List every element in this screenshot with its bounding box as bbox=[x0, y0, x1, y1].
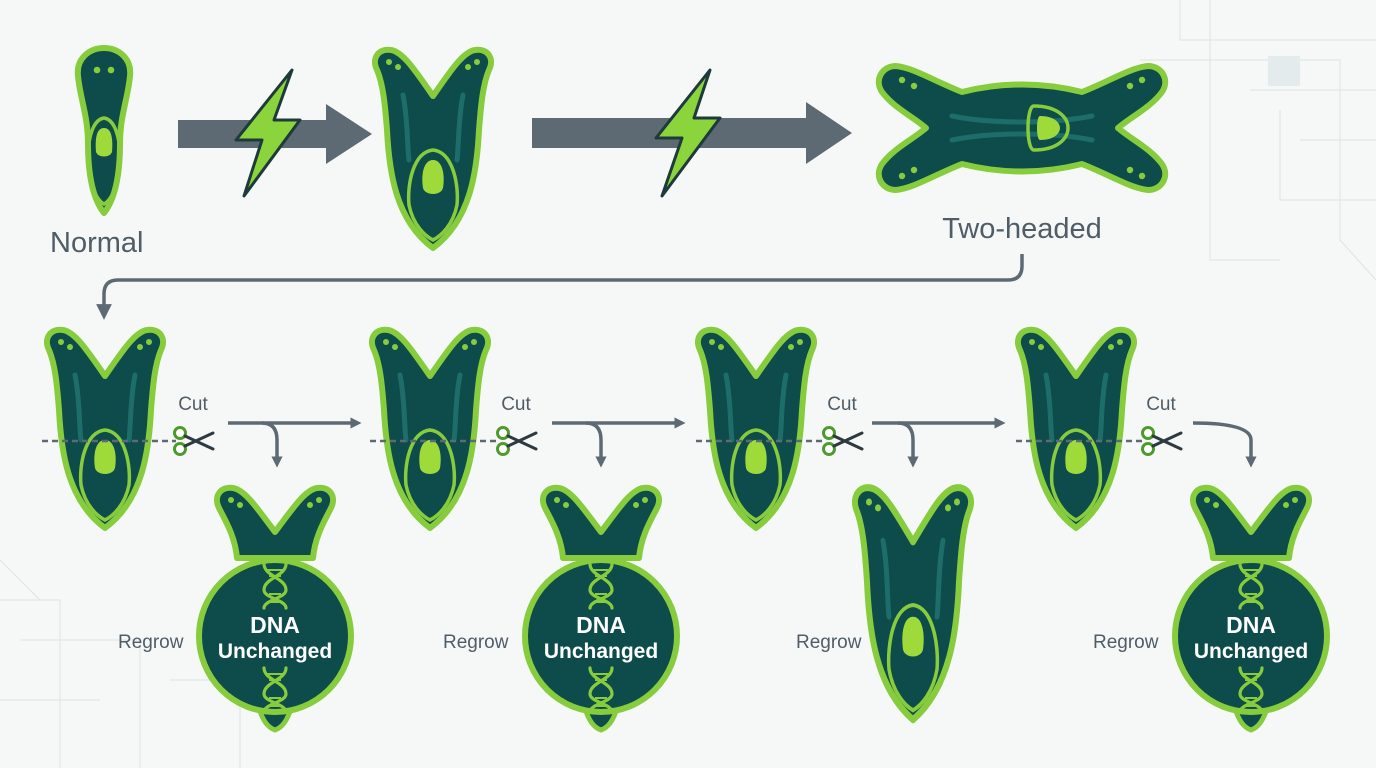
regrow-label: Regrow bbox=[1093, 632, 1159, 653]
regrow-label: Regrow bbox=[443, 632, 509, 653]
scissors-icon bbox=[1141, 426, 1183, 456]
cut-stage-4: Cut DNA Unchanged Regrow bbox=[1016, 330, 1327, 730]
regrown-worm bbox=[525, 488, 677, 730]
regrown-worm bbox=[199, 488, 351, 730]
two-headed-label: Two-headed bbox=[942, 213, 1102, 245]
dna-label-line2: Unchanged bbox=[544, 640, 658, 663]
scissors-icon bbox=[822, 426, 864, 456]
cut-stage-1: Cut DNA Unchanged Regrow bbox=[42, 330, 362, 730]
dna-label-line1: DNA bbox=[1226, 612, 1276, 638]
normal-label: Normal bbox=[50, 227, 143, 259]
cut-label: Cut bbox=[827, 394, 857, 415]
cut-label: Cut bbox=[501, 394, 531, 415]
scissors-icon bbox=[496, 426, 538, 456]
cut-label: Cut bbox=[178, 394, 208, 415]
cut-stage-3: Cut Regrow bbox=[696, 330, 1006, 720]
dna-label-line1: DNA bbox=[576, 612, 626, 638]
regrown-worm bbox=[1175, 488, 1327, 730]
regrow-label: Regrow bbox=[796, 632, 862, 653]
lightning-bolt-icon bbox=[234, 68, 302, 198]
connector-arrow bbox=[96, 254, 1024, 320]
dna-label-line2: Unchanged bbox=[218, 640, 332, 663]
regrow-label: Regrow bbox=[118, 632, 184, 653]
normal-worm bbox=[78, 48, 130, 213]
two-headed-worm bbox=[875, 63, 1169, 193]
cut-stage-2: Cut DNA Unchanged Regrow bbox=[370, 330, 686, 730]
scissors-icon bbox=[173, 426, 215, 456]
regrown-worm bbox=[855, 488, 971, 720]
two-lobed-worm bbox=[375, 50, 491, 248]
dna-label-line1: DNA bbox=[250, 612, 300, 638]
background-square bbox=[1268, 56, 1300, 86]
cut-label: Cut bbox=[1146, 394, 1176, 415]
dna-label-line2: Unchanged bbox=[1194, 640, 1308, 663]
lightning-bolt-icon bbox=[654, 68, 722, 198]
